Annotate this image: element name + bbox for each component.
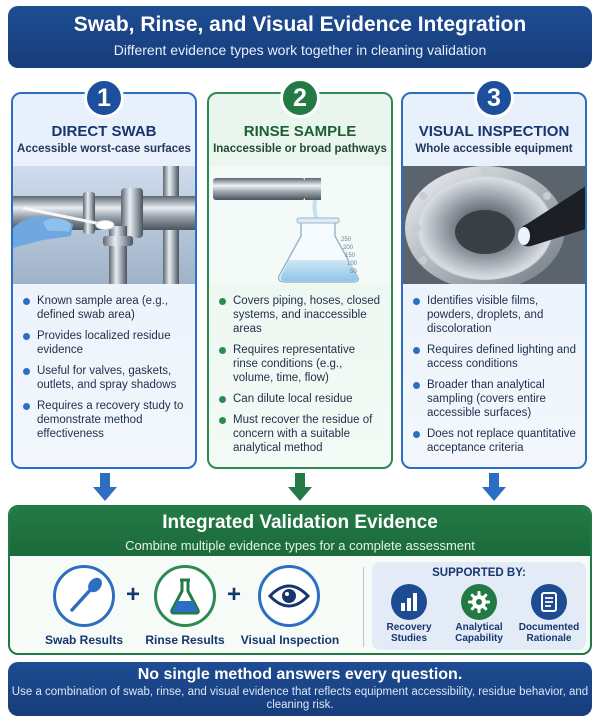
swab-icon bbox=[53, 565, 115, 627]
analytical-capability-label: Analytical Capability bbox=[455, 622, 503, 644]
recovery-studies-label: Recovery Studies bbox=[386, 622, 432, 644]
integrated-evidence-panel: Integrated Validation Evidence Combine m… bbox=[8, 505, 592, 655]
visual-inspection-title: VISUAL INSPECTION bbox=[418, 123, 570, 140]
flask-mark-50: 50 bbox=[350, 269, 357, 275]
step-number-2: 2 bbox=[280, 78, 320, 118]
flask-mark-250: 250 bbox=[341, 237, 352, 243]
supported-by-box: SUPPORTED BY: Recovery Studies An bbox=[372, 562, 586, 650]
rinse-results-label: Rinse Results bbox=[145, 633, 225, 647]
gear-icon bbox=[461, 584, 497, 620]
conclusion-banner: No single method answers every question.… bbox=[8, 662, 592, 716]
list-item: Does not replace quantitative acceptance… bbox=[413, 427, 577, 455]
swab-pipe-illustration bbox=[13, 166, 195, 284]
direct-swab-panel: 1 DIRECT SWAB Accessible worst-case surf… bbox=[11, 78, 197, 469]
plus-sign: + bbox=[126, 581, 141, 608]
flask-mark-100: 100 bbox=[347, 261, 358, 267]
integrated-evidence-subtitle: Combine multiple evidence types for a co… bbox=[125, 538, 475, 553]
list-item: Requires defined lighting and access con… bbox=[413, 343, 577, 371]
list-item: Requires a recovery study to demonstrate… bbox=[23, 399, 187, 441]
visual-inspection-bullets: Identifies visible films, powders, dropl… bbox=[413, 294, 577, 462]
list-item: Useful for valves, gaskets, outlets, and… bbox=[23, 364, 187, 392]
rinse-sample-subtitle: Inaccessible or broad pathways bbox=[213, 143, 387, 155]
list-item: Identifies visible films, powders, dropl… bbox=[413, 294, 577, 336]
step-number-1: 1 bbox=[84, 78, 124, 118]
rinse-sample-panel: 2 RINSE SAMPLE Inaccessible or broad pat… bbox=[207, 78, 393, 469]
rinse-flask-illustration: 250 200 150 100 50 bbox=[209, 166, 391, 284]
list-item: Must recover the residue of concern with… bbox=[219, 413, 383, 455]
supported-by-title: SUPPORTED BY: bbox=[432, 567, 526, 579]
page-subtitle: Different evidence types work together i… bbox=[113, 42, 487, 58]
list-item: Covers piping, hoses, closed systems, an… bbox=[219, 294, 383, 336]
flask-icon bbox=[154, 565, 216, 627]
direct-swab-subtitle: Accessible worst-case surfaces bbox=[17, 143, 191, 155]
visual-inspection-label: Visual Inspection bbox=[240, 633, 340, 647]
conclusion-text: Use a combination of swab, rinse, and vi… bbox=[11, 686, 589, 711]
direct-swab-bullets: Known sample area (e.g., defined swab ar… bbox=[23, 294, 187, 448]
documented-rationale-label: Documented Rationale bbox=[518, 622, 580, 644]
visual-inspection-panel: 3 VISUAL INSPECTION Whole accessible equ… bbox=[401, 78, 587, 469]
document-icon bbox=[531, 584, 567, 620]
list-item: Provides localized residue evidence bbox=[23, 329, 187, 357]
flask-mark-150: 150 bbox=[345, 253, 356, 259]
rinse-sample-title: RINSE SAMPLE bbox=[243, 123, 357, 140]
visual-inspection-subtitle: Whole accessible equipment bbox=[415, 143, 573, 155]
bar-chart-icon bbox=[391, 584, 427, 620]
vessel-inspection-illustration bbox=[403, 166, 585, 284]
integrated-evidence-header: Integrated Validation Evidence Combine m… bbox=[10, 507, 590, 556]
list-item: Requires representative rinse conditions… bbox=[219, 343, 383, 385]
eye-icon bbox=[258, 565, 320, 627]
divider bbox=[363, 567, 364, 647]
page-title: Swab, Rinse, and Visual Evidence Integra… bbox=[73, 13, 527, 36]
list-item: Broader than analytical sampling (covers… bbox=[413, 378, 577, 420]
down-arrow-icon bbox=[93, 473, 117, 501]
flask-mark-200: 200 bbox=[343, 245, 354, 251]
step-number-3: 3 bbox=[474, 78, 514, 118]
plus-sign: + bbox=[227, 581, 242, 608]
down-arrow-icon bbox=[482, 473, 506, 501]
list-item: Known sample area (e.g., defined swab ar… bbox=[23, 294, 187, 322]
list-item: Can dilute local residue bbox=[219, 392, 383, 406]
conclusion-title: No single method answers every question. bbox=[137, 666, 463, 683]
title-banner: Swab, Rinse, and Visual Evidence Integra… bbox=[8, 6, 592, 68]
down-arrow-icon bbox=[288, 473, 312, 501]
direct-swab-title: DIRECT SWAB bbox=[51, 123, 157, 140]
integrated-evidence-title: Integrated Validation Evidence bbox=[162, 512, 438, 533]
swab-results-label: Swab Results bbox=[44, 633, 124, 647]
rinse-sample-bullets: Covers piping, hoses, closed systems, an… bbox=[219, 294, 383, 462]
